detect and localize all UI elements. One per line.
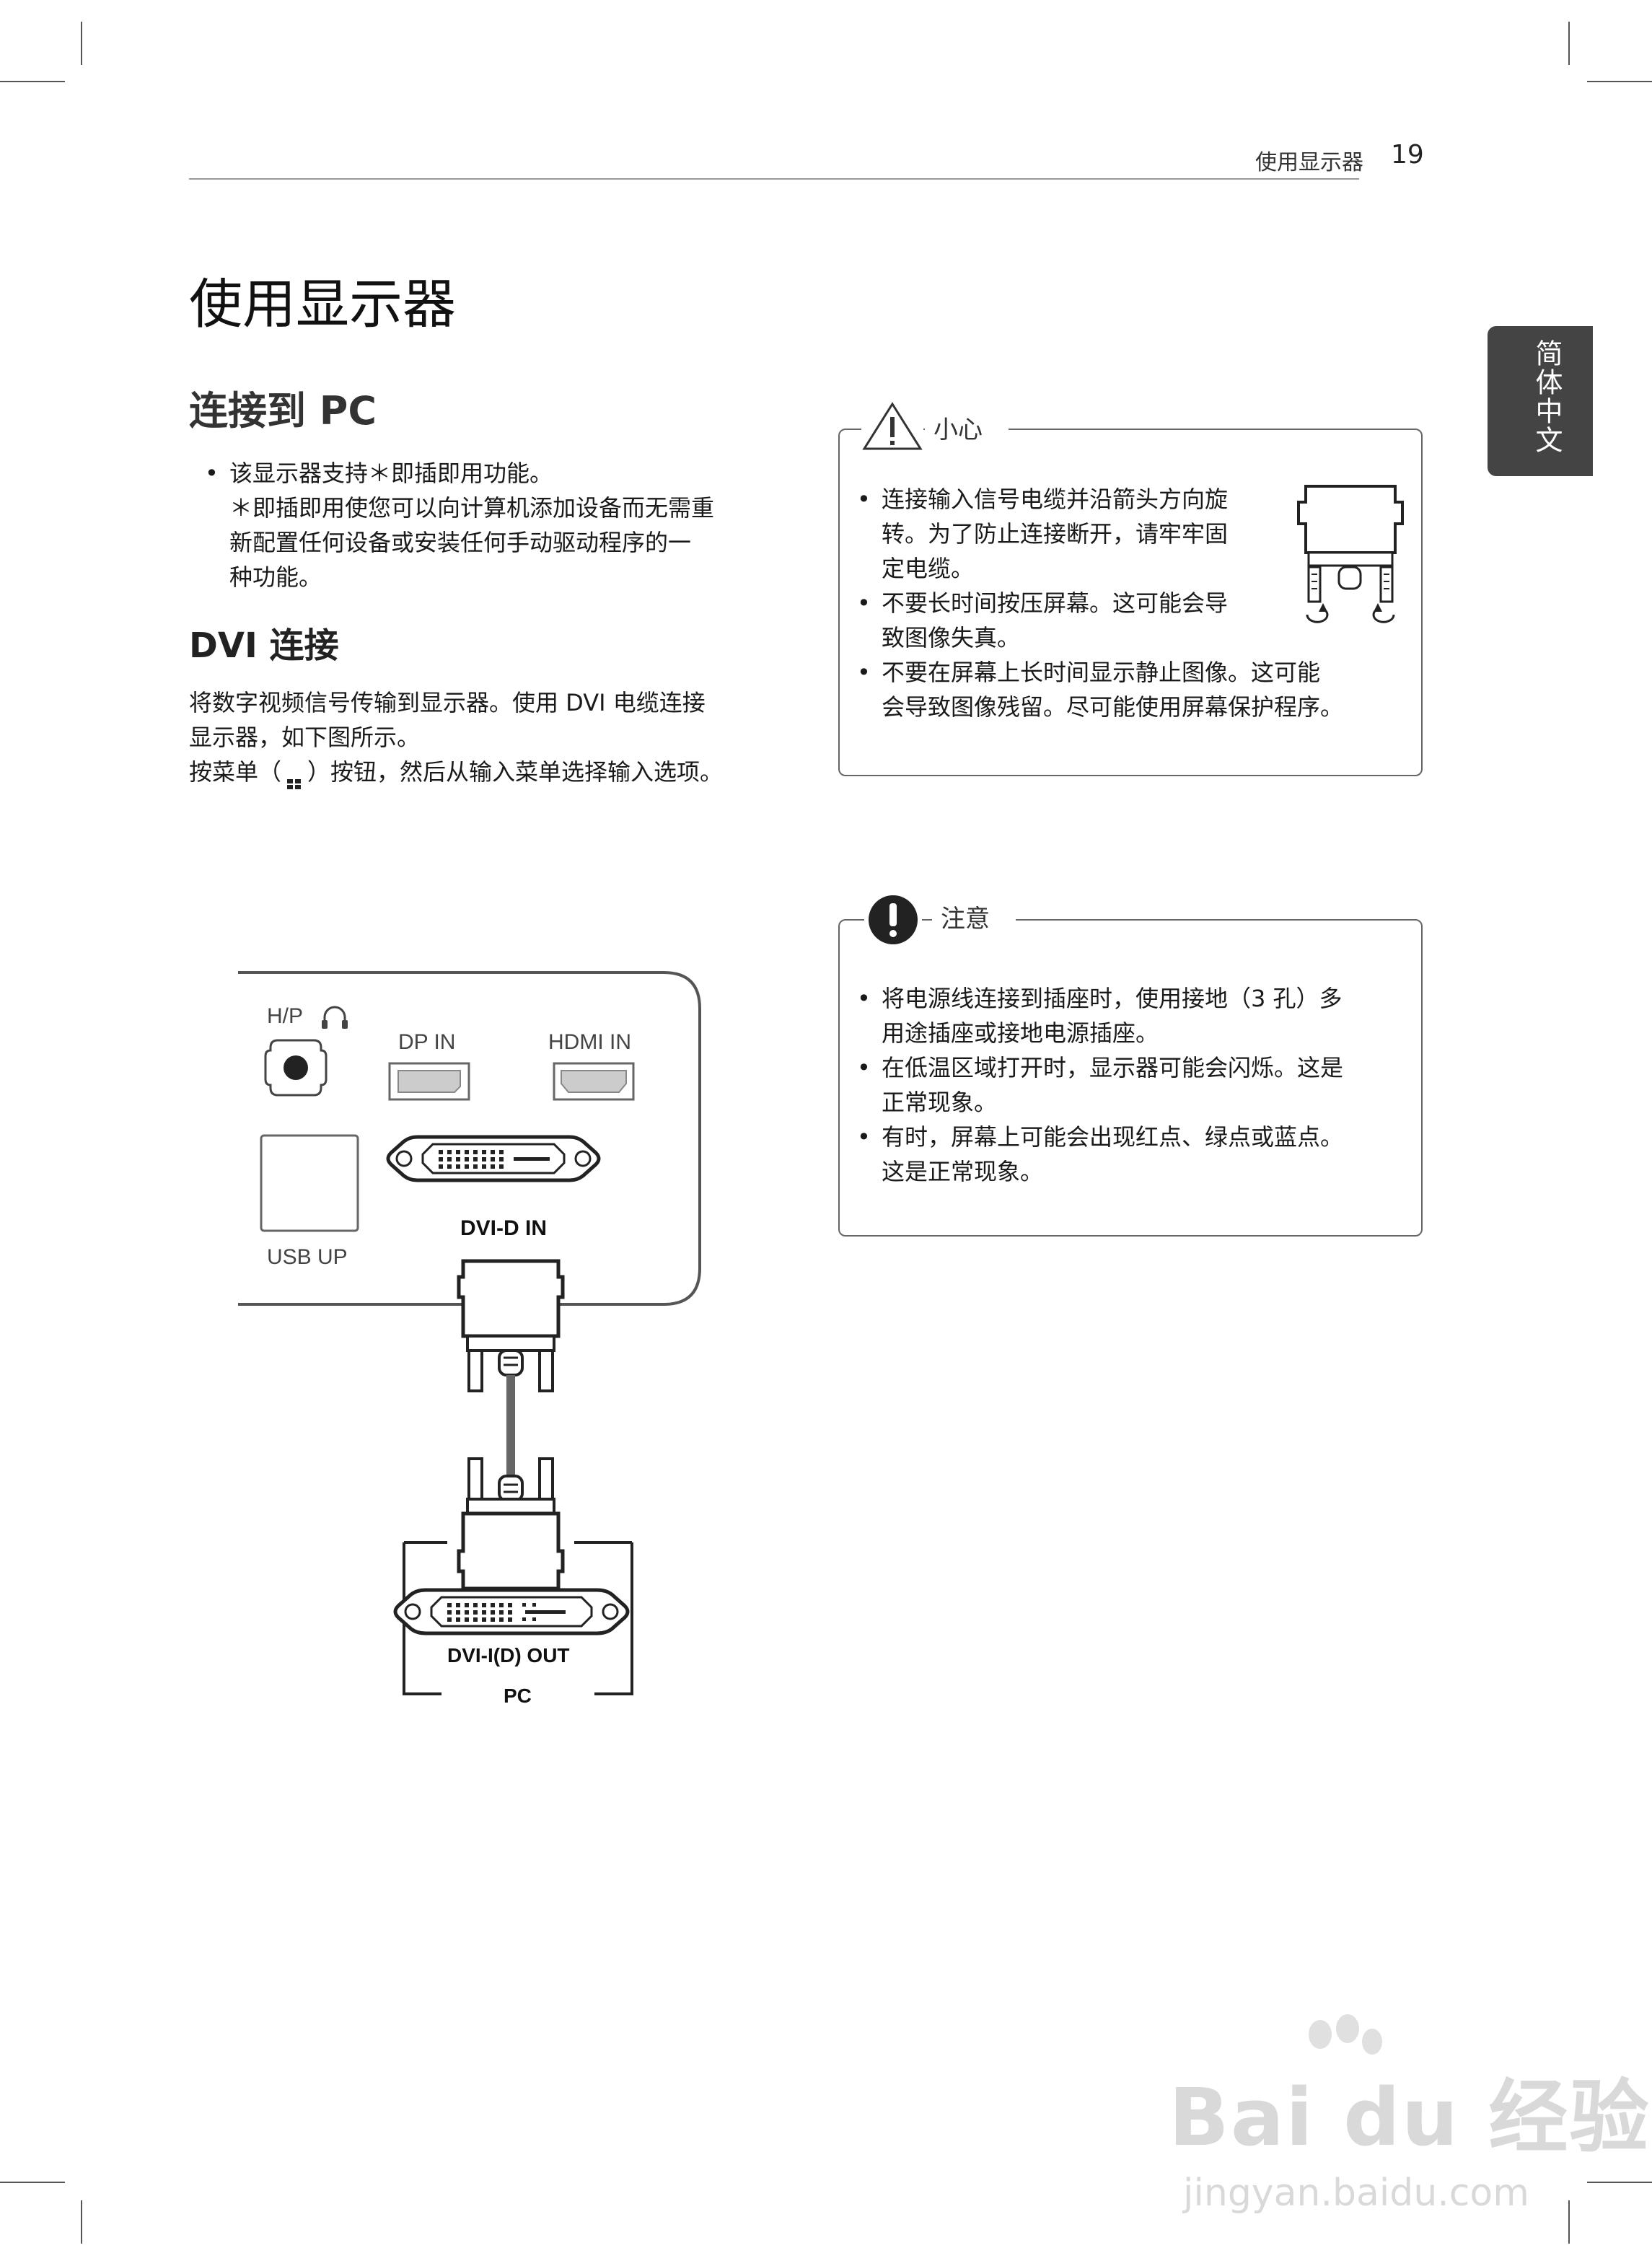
hdmi-label: HDMI IN xyxy=(548,1030,631,1054)
exclamation-icon xyxy=(864,892,922,948)
dp-label: DP IN xyxy=(398,1030,455,1054)
running-header: 使用显示器 xyxy=(1255,150,1363,175)
text-line: 不要长时间按压屏幕。这可能会导 xyxy=(882,589,1229,617)
section-heading-connect: 连接到 PC xyxy=(189,388,377,434)
text-line: 将数字视频信号传输到显示器。使用 DVI 电缆连接 xyxy=(189,689,706,716)
crop-mark xyxy=(81,22,82,65)
text-line: 用途插座或接地电源插座。 xyxy=(882,1019,1159,1047)
text-fragment: 按菜单（ xyxy=(189,758,282,786)
note-title: 注意 xyxy=(932,899,1016,934)
text-line: 致图像失真。 xyxy=(882,624,1021,651)
text-line: 会导致图像残留。尽可能使用屏幕保护程序。 xyxy=(882,693,1344,721)
language-tab xyxy=(1488,326,1593,476)
list-item: 该显示器支持＊即插即用功能。 ＊即插即用使您可以向计算机添加设备而无需重 新配置… xyxy=(205,456,778,594)
list-item: 在低温区域打开时，显示器可能会闪烁。这是 正常现象。 xyxy=(857,1050,1401,1120)
crop-mark xyxy=(0,81,65,82)
note-box xyxy=(838,919,1423,1237)
text-line: 正常现象。 xyxy=(882,1089,998,1116)
usb-port xyxy=(260,1134,359,1232)
dvi-connector-rotate-illustration xyxy=(1293,473,1408,625)
crop-mark xyxy=(1587,81,1652,82)
dvi-cable-bottom-connector xyxy=(457,1457,565,1591)
dvi-cable-top-connector xyxy=(457,1259,565,1392)
text-line: 将电源线连接到插座时，使用接地（3 孔）多 xyxy=(882,985,1343,1012)
list-item: 连接输入信号电缆并沿箭头方向旋 转。为了防止连接断开，请牢牢固 定电缆。 xyxy=(857,482,1286,586)
crop-mark xyxy=(81,2200,82,2244)
text-fragment: ）按钮，然后从输入菜单选择输入选项。 xyxy=(307,758,724,786)
text-line: 有时，屏幕上可能会出现红点、绿点或蓝点。 xyxy=(882,1123,1344,1151)
text-line: 转。为了防止连接断开，请牢牢固 xyxy=(882,520,1229,548)
page-title: 使用显示器 xyxy=(189,273,456,335)
pc-label: PC xyxy=(504,1685,532,1707)
usb-label: USB UP xyxy=(267,1245,348,1269)
text-line: 显示器，如下图所示。 xyxy=(189,724,421,751)
dvi-out-port xyxy=(393,1588,630,1635)
menu-button-icon xyxy=(286,766,303,789)
dvi-connection-diagram: H/P USB UP DP IN HDMI IN xyxy=(231,959,707,1724)
headphone-port xyxy=(264,1039,328,1097)
text-line: 按菜单（ ）按钮，然后从输入菜单选择输入选项。 xyxy=(189,755,781,789)
dvi-d-in-port xyxy=(386,1135,601,1182)
list-item: 将电源线连接到插座时，使用接地（3 孔）多 用途插座或接地电源插座。 xyxy=(857,981,1401,1050)
dp-port xyxy=(388,1062,470,1101)
page-number: 19 xyxy=(1391,140,1424,170)
text-line: 新配置任何设备或安装任何手动驱动程序的一 xyxy=(229,529,692,556)
monitor-panel-outline xyxy=(238,971,701,1306)
section-heading-dvi: DVI 连接 xyxy=(189,625,339,666)
dvi-paragraph: 将数字视频信号传输到显示器。使用 DVI 电缆连接 显示器，如下图所示。 按菜单… xyxy=(189,685,781,789)
text-line: 该显示器支持＊即插即用功能。 xyxy=(229,460,553,487)
text-line: 定电缆。 xyxy=(882,555,975,582)
language-tab-label: 简体中文 xyxy=(1531,339,1563,454)
text-line: 在低温区域打开时，显示器可能会闪烁。这是 xyxy=(882,1054,1344,1081)
hp-label: H/P xyxy=(267,1004,303,1028)
text-line: 种功能。 xyxy=(229,563,322,591)
header-rule xyxy=(189,178,1359,180)
crop-mark xyxy=(0,2182,65,2183)
list-item: 不要长时间按压屏幕。这可能会导 致图像失真。 xyxy=(857,586,1286,655)
list-item: 不要在屏幕上长时间显示静止图像。这可能 会导致图像残留。尽可能使用屏幕保护程序。 xyxy=(857,655,1401,724)
watermark-url: jingyan.baidu.com xyxy=(1183,2171,1529,2215)
text-line: 这是正常现象。 xyxy=(882,1158,1044,1185)
dvi-cable xyxy=(506,1375,515,1476)
crop-mark xyxy=(1568,2200,1570,2244)
dvi-d-in-label: DVI-D IN xyxy=(460,1216,547,1240)
dvi-out-label: DVI-I(D) OUT xyxy=(447,1644,570,1666)
text-line: 连接输入信号电缆并沿箭头方向旋 xyxy=(882,486,1229,513)
crop-mark xyxy=(1568,22,1570,65)
baidu-watermark: Bai du 经验 xyxy=(1169,2071,1651,2164)
text-line: 不要在屏幕上长时间显示静止图像。这可能 xyxy=(882,659,1321,686)
caution-title: 小心 xyxy=(925,410,1009,445)
paw-logo-icon xyxy=(1291,2013,1392,2085)
text-line: ＊即插即用使您可以向计算机添加设备而无需重 xyxy=(229,494,715,522)
warning-icon xyxy=(861,401,923,452)
list-item: 有时，屏幕上可能会出现红点、绿点或蓝点。 这是正常现象。 xyxy=(857,1120,1401,1189)
hdmi-port xyxy=(553,1062,635,1101)
headphone-icon xyxy=(322,1006,348,1029)
crop-mark xyxy=(1587,2182,1652,2183)
caution-box xyxy=(838,429,1423,776)
